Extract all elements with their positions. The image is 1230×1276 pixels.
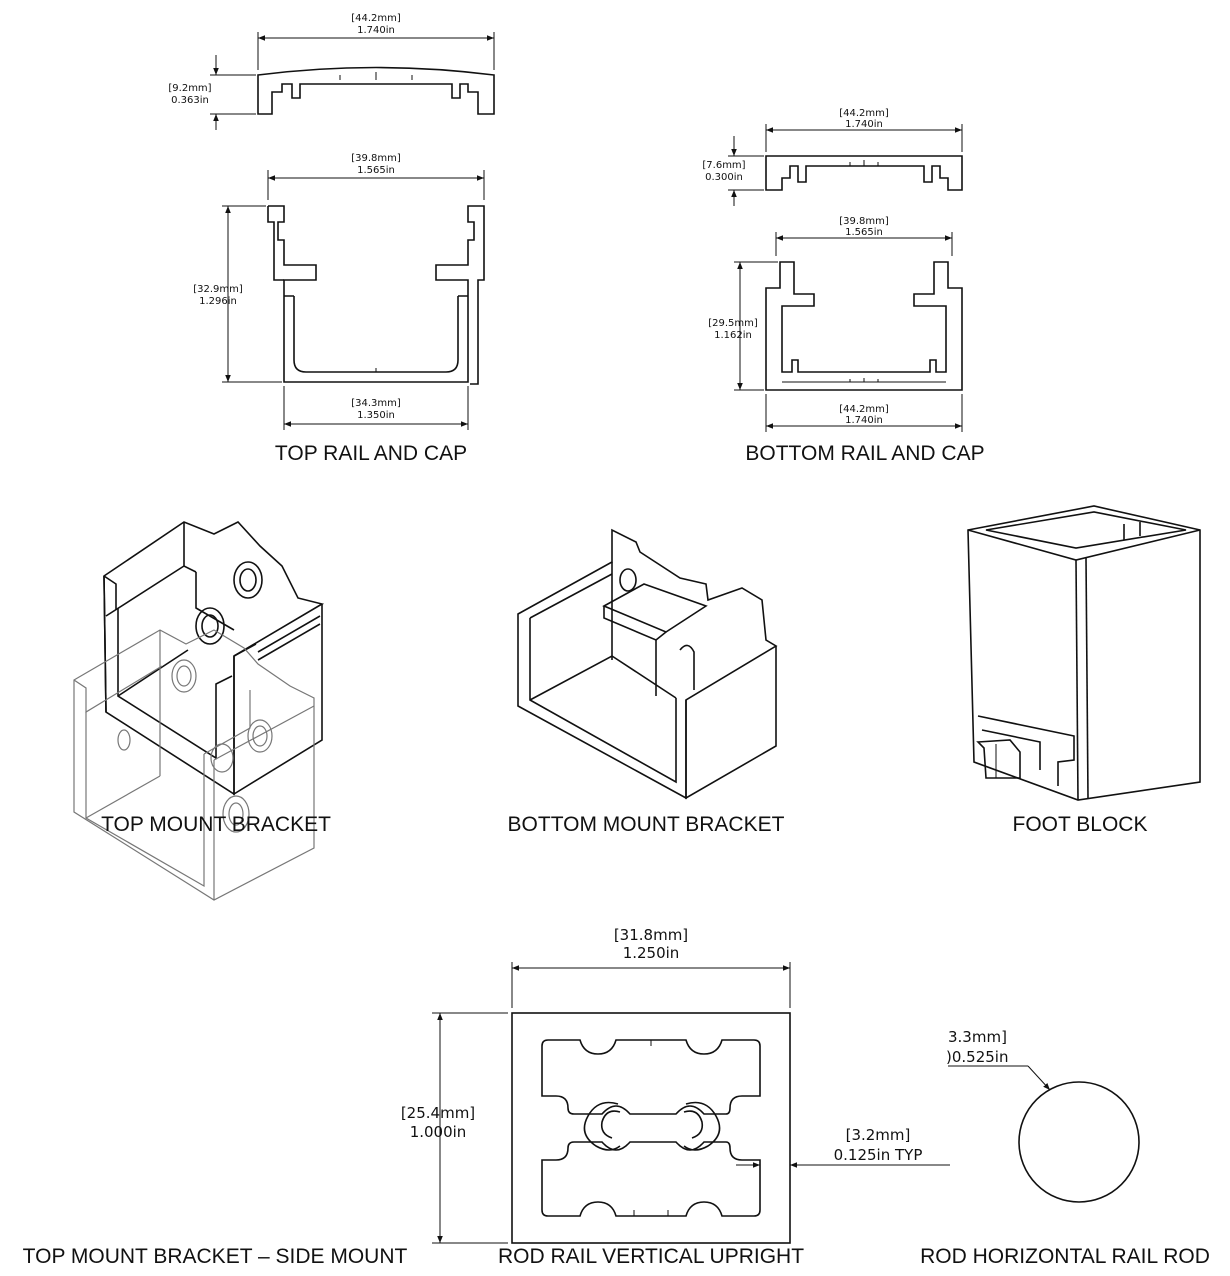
dim-upright-wall-in: 0.125in TYP [834, 1146, 923, 1164]
dim-top-rail-height-in: 1.296in [199, 296, 237, 307]
dim-upright-width-in: 1.250in [623, 944, 680, 962]
caption-bottom-rail-and-cap: BOTTOM RAIL AND CAP [745, 442, 985, 465]
top-mount-bracket-drawing [103, 521, 325, 796]
horizontal-rod-drawing: 3.3mm] )0.525in [946, 1028, 1140, 1203]
dim-bottom-rail-width-mm: [39.8mm] [839, 216, 889, 227]
dim-rod-dia-mm: 3.3mm] [948, 1028, 1007, 1046]
dim-top-rail-height-mm: [32.9mm] [193, 284, 243, 295]
caption-horizontal-rod: ROD HORIZONTAL RAIL ROD [920, 1245, 1210, 1268]
dim-bottom-rail-width-in: 1.565in [845, 227, 883, 238]
caption-foot-block: FOOT BLOCK [1012, 813, 1148, 836]
bottom-cap-profile [765, 155, 963, 191]
dim-upright-height-in: 1.000in [410, 1123, 467, 1141]
dim-bottom-rail-base-mm: [44.2mm] [839, 404, 889, 415]
bottom-mount-bracket-drawing [517, 528, 778, 800]
dim-upright-width-mm: [31.8mm] [614, 926, 688, 944]
caption-side-mount-bracket: TOP MOUNT BRACKET – SIDE MOUNT [22, 1245, 408, 1268]
top-rail-profile [267, 205, 485, 385]
caption-top-mount-bracket: TOP MOUNT BRACKET [101, 813, 331, 836]
dim-bottom-cap-height-in: 0.300in [705, 172, 743, 183]
bottom-rail-profile [765, 261, 963, 391]
dim-upright-height-mm: [25.4mm] [401, 1104, 475, 1122]
vertical-upright-drawing: [31.8mm] 1.250in [25.4mm] 1.000in [3.2mm… [401, 926, 950, 1244]
dim-bottom-rail-base-in: 1.740in [845, 415, 883, 426]
dim-top-rail-width-in: 1.565in [357, 165, 395, 176]
dim-bottom-cap-width-in: 1.740in [845, 119, 883, 130]
dim-bottom-cap-width-mm: [44.2mm] [839, 108, 889, 119]
top-rail-and-cap-drawing: [44.2mm] 1.740in [9.2mm] 0.363in [39.8mm… [168, 13, 495, 430]
dim-top-cap-height-in: 0.363in [171, 95, 209, 106]
dim-rod-dia-in: )0.525in [946, 1048, 1008, 1066]
dim-top-rail-width-mm: [39.8mm] [351, 153, 401, 164]
dim-upright-wall-mm: [3.2mm] [846, 1126, 911, 1144]
foot-block-drawing [967, 505, 1201, 801]
side-mount-bracket-drawing [73, 629, 315, 901]
dim-top-rail-base-in: 1.350in [357, 410, 395, 421]
caption-top-rail-and-cap: TOP RAIL AND CAP [274, 442, 468, 465]
caption-bottom-mount-bracket: BOTTOM MOUNT BRACKET [507, 813, 785, 836]
dim-top-cap-width-in: 1.740in [357, 25, 395, 36]
caption-vertical-upright: ROD RAIL VERTICAL UPRIGHT [497, 1245, 805, 1268]
bottom-rail-and-cap-drawing: [44.2mm] 1.740in [7.6mm] 0.300in [39.8mm… [702, 108, 963, 432]
dim-bottom-rail-height-mm: [29.5mm] [708, 318, 758, 329]
dim-top-rail-base-mm: [34.3mm] [351, 398, 401, 409]
top-cap-profile [257, 66, 495, 115]
dim-top-cap-width-mm: [44.2mm] [351, 13, 401, 24]
dim-top-cap-height-mm: [9.2mm] [168, 83, 211, 94]
dim-bottom-cap-height-mm: [7.6mm] [702, 160, 745, 171]
dim-bottom-rail-height-in: 1.162in [714, 330, 752, 341]
